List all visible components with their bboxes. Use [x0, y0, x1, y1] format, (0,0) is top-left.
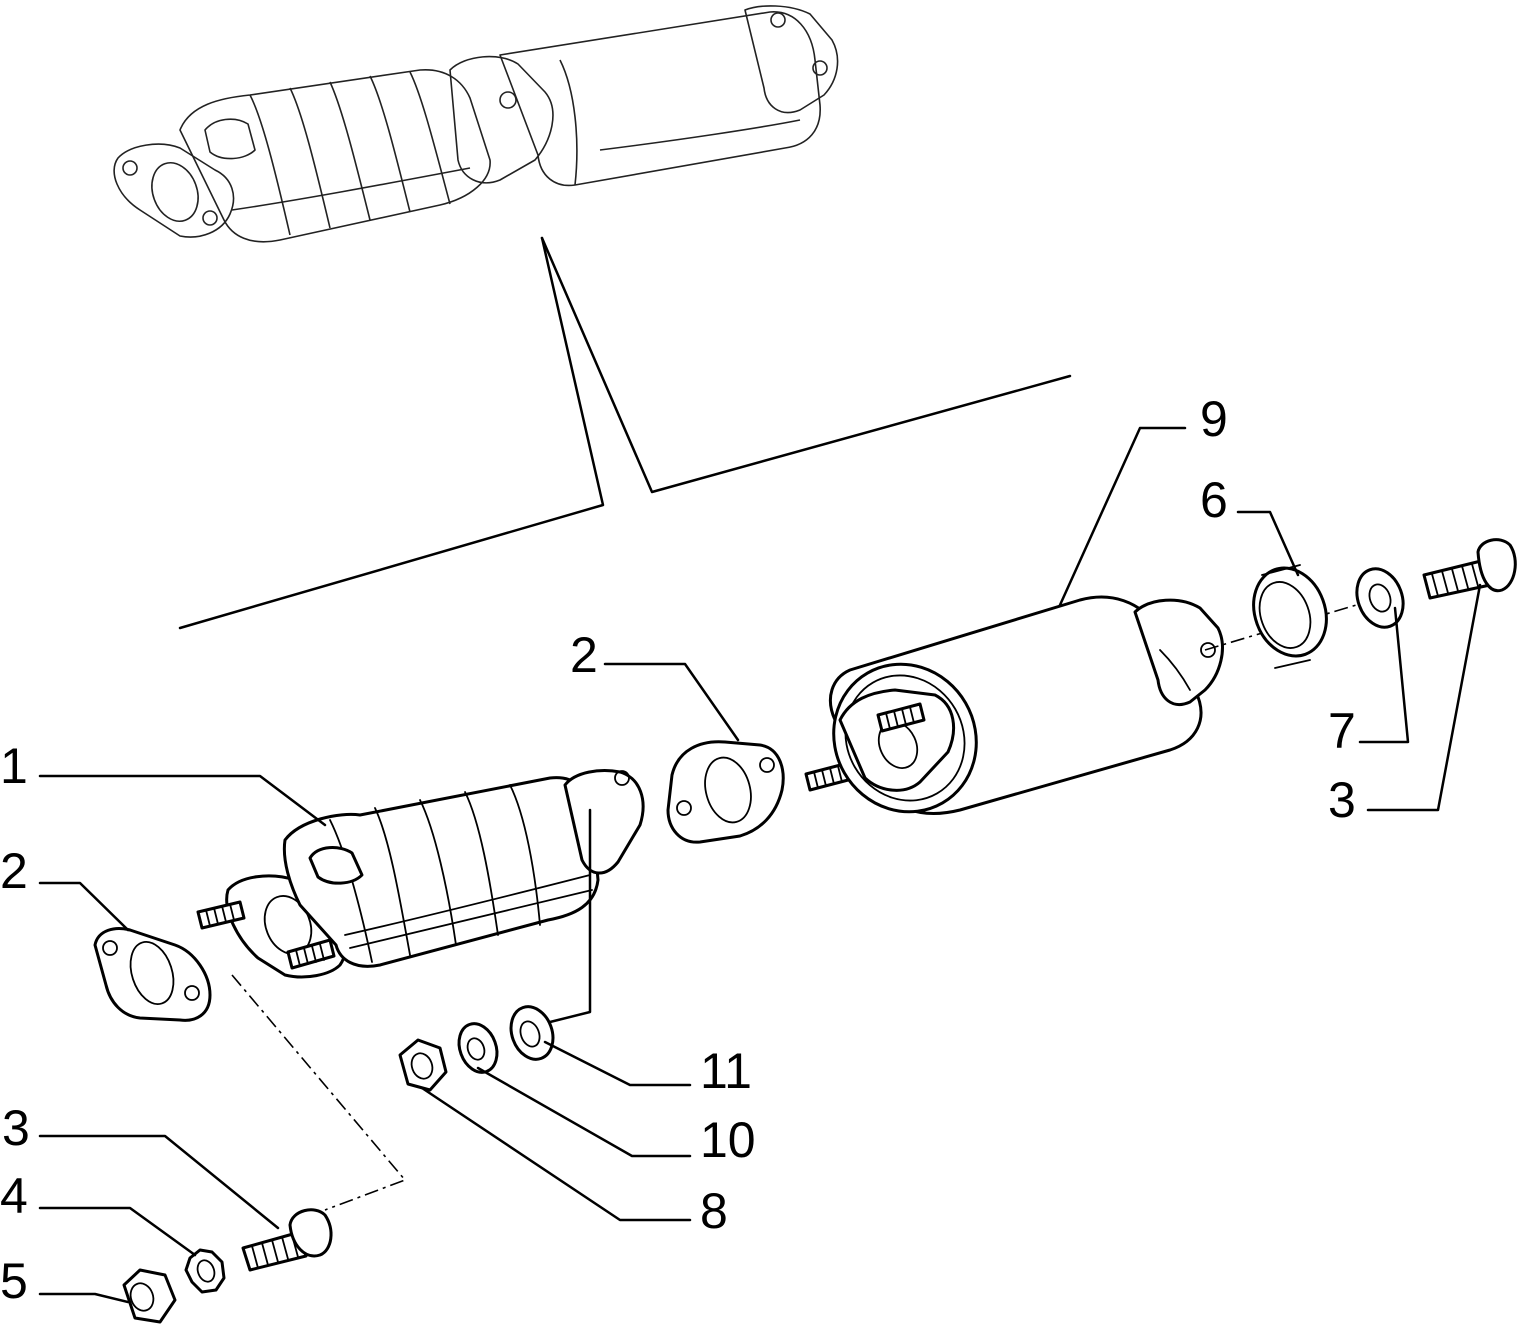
leader-9 — [1058, 426, 1187, 607]
leader-2-front — [38, 881, 130, 932]
washer-11 — [509, 1005, 555, 1061]
leader-lines — [38, 426, 1482, 1304]
flange-stud — [196, 900, 246, 930]
silencer — [804, 595, 1224, 815]
catalytic-converter — [196, 769, 645, 979]
leader-1 — [38, 774, 327, 827]
leader-3-front — [38, 1134, 280, 1230]
leader-5 — [38, 1292, 130, 1304]
leader-6 — [1236, 510, 1300, 577]
silencer-stud — [876, 702, 926, 733]
assembly-axis-front — [231, 974, 407, 1211]
callout-10: 10 — [700, 1112, 756, 1168]
leader-4 — [38, 1206, 197, 1257]
callout-6: 6 — [1200, 472, 1228, 528]
gasket-front — [93, 927, 212, 1022]
washer-rear — [1355, 567, 1405, 629]
callout-7: 7 — [1328, 703, 1356, 759]
callout-1: 1 — [0, 738, 28, 794]
callout-11: 11 — [700, 1043, 752, 1099]
callout-2-middle: 2 — [570, 627, 598, 683]
leader-10 — [476, 1066, 692, 1158]
leader-11-stud — [548, 808, 592, 1024]
sealing-ring — [1252, 564, 1328, 669]
leader-2-middle — [603, 662, 740, 742]
nut-5 — [122, 1268, 177, 1324]
callout-9: 9 — [1200, 391, 1228, 447]
nut-8 — [398, 1038, 448, 1092]
flange-stud — [286, 938, 336, 970]
leader-7 — [1358, 606, 1410, 744]
callout-4: 4 — [0, 1168, 28, 1224]
callout-numbers: 1 2 2 3 3 4 5 6 7 8 9 10 11 — [0, 391, 1356, 1309]
bolt-rear — [1422, 538, 1517, 600]
bolt-front — [241, 1208, 333, 1272]
assembled-exhaust-overview — [113, 5, 839, 243]
overview-pointer-lines — [178, 236, 1072, 630]
gasket-middle — [666, 740, 785, 844]
leader-3-rear — [1366, 583, 1482, 812]
callout-3-rear: 3 — [1328, 772, 1356, 828]
leader-11 — [543, 1040, 692, 1087]
callout-3-front: 3 — [2, 1100, 30, 1156]
leader-8 — [420, 1086, 692, 1222]
assembly-axis-rear — [1204, 594, 1391, 651]
callout-2-front: 2 — [0, 843, 28, 899]
callout-5: 5 — [0, 1253, 28, 1309]
lock-washer — [184, 1248, 226, 1294]
callout-8: 8 — [700, 1183, 728, 1239]
